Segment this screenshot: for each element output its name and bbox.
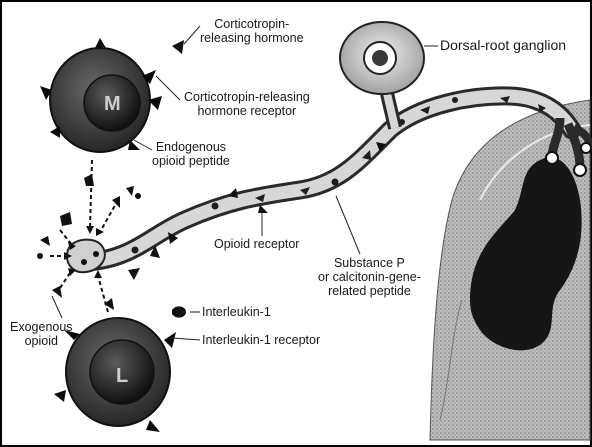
crh-label-line-1: Corticotropin- [200,17,304,31]
exogenous-label-line-1: Exogenous [10,320,73,334]
crh-receptor-label: Corticotropin-releasing hormone receptor [184,90,310,118]
crh-label-line-2: releasing hormone [200,31,304,45]
drg-label: Dorsal-root ganglion [440,38,566,52]
endogenous-label-line-1: Endogenous [152,140,230,154]
macrophage-cell [40,38,162,152]
exogenous-label-line-2: opioid [10,334,73,348]
substance-p-label-line-2: or calcitonin-gene- [318,270,421,284]
il1-label: Interleukin-1 [202,305,271,319]
substance-p-label-line-3: related peptide [318,284,421,298]
exogenous-label: Exogenous opioid [10,320,73,348]
opioid-receptor-label: Opioid receptor [214,237,299,251]
macrophage-letter: M [104,93,121,115]
crh-label: Corticotropin- releasing hormone [200,17,304,45]
lymphocyte-letter: L [116,365,128,387]
endogenous-label: Endogenous opioid peptide [152,140,230,168]
dorsal-root-ganglion-cell [340,22,424,94]
crh-receptor-label-line-2: hormone receptor [184,104,310,118]
substance-p-label-line-1: Substance P [318,256,421,270]
crh-receptor-label-line-1: Corticotropin-releasing [184,90,310,104]
endogenous-label-line-2: opioid peptide [152,154,230,168]
il1-receptor-label: Interleukin-1 receptor [202,333,320,347]
substance-p-label: Substance P or calcitonin-gene- related … [318,256,421,298]
tissue-region [430,100,590,440]
